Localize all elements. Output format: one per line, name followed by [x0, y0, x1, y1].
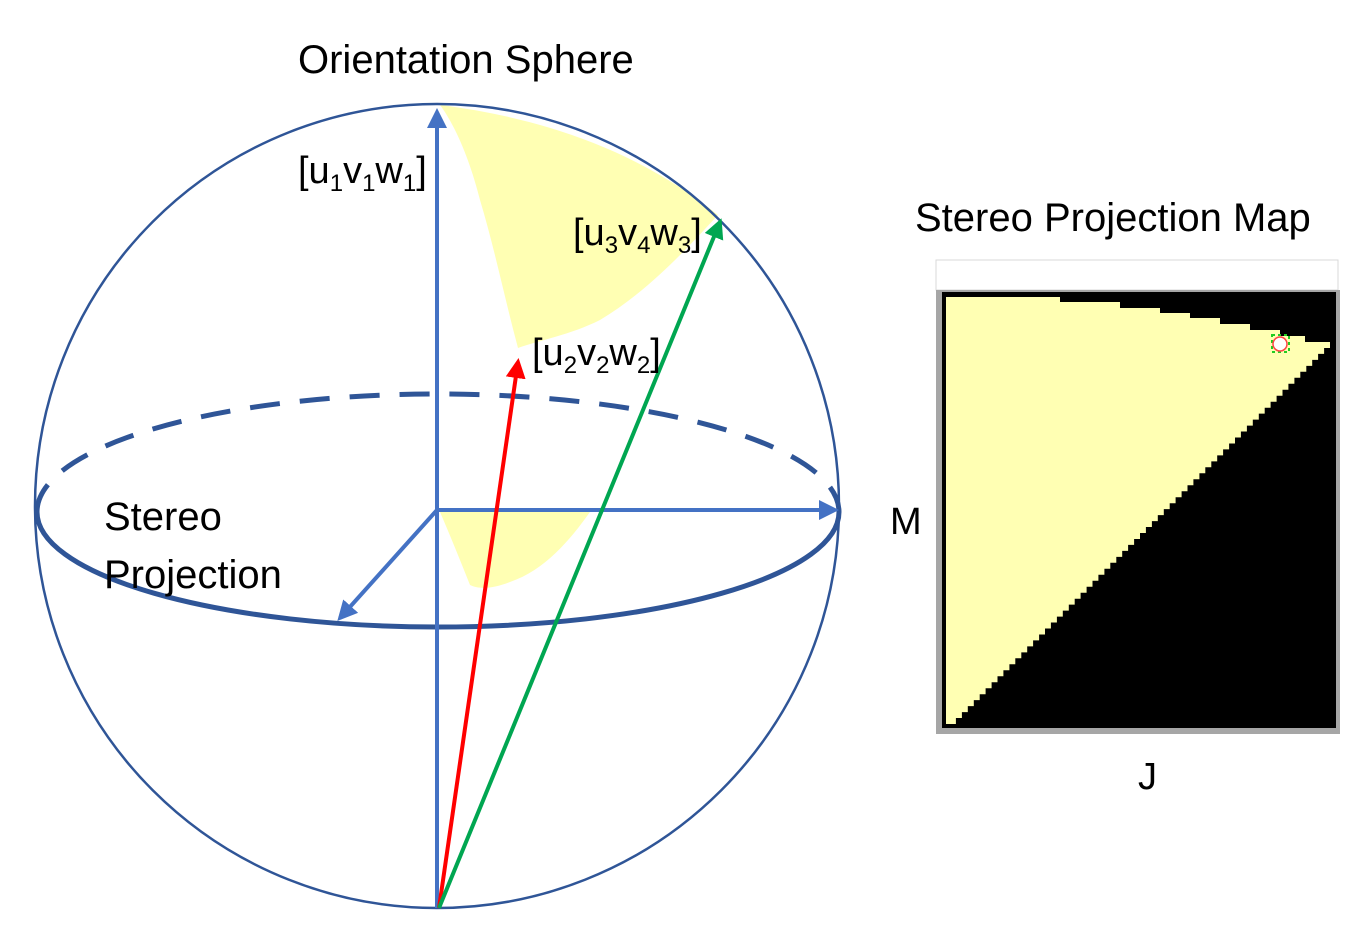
map-marker-box: [1271, 334, 1290, 353]
stereo-projection-map: [935, 259, 1340, 734]
map-y-axis-label: M: [890, 501, 922, 543]
vector-label-u3v4w3: [u3v4w3]: [573, 212, 702, 259]
stereo-projection-map-title: Stereo Projection Map: [915, 196, 1311, 240]
sphere-surface-region: [440, 105, 718, 348]
vector-label-u2v2w2: [u2v2w2]: [532, 332, 661, 379]
map-x-axis-label: J: [1138, 756, 1157, 798]
map-yellow-region: [946, 297, 1330, 724]
stereo-projection-label-line2: Projection: [104, 553, 282, 597]
vector-u2v2w2-arrow: [437, 358, 526, 909]
vector-label-u1v1w1: [u1v1w1]: [298, 150, 427, 197]
equator-back-dashed: [34, 391, 842, 513]
map-marker: [1272, 336, 1288, 352]
projected-region: [440, 512, 590, 588]
vector-u3v4w3-arrow: [437, 218, 724, 909]
stereo-projection-label-line1: Stereo: [104, 495, 222, 539]
map-top-strip: [935, 259, 1339, 291]
depth-axis-arrow: [337, 508, 439, 621]
orientation-sphere-title: Orientation Sphere: [298, 38, 634, 82]
